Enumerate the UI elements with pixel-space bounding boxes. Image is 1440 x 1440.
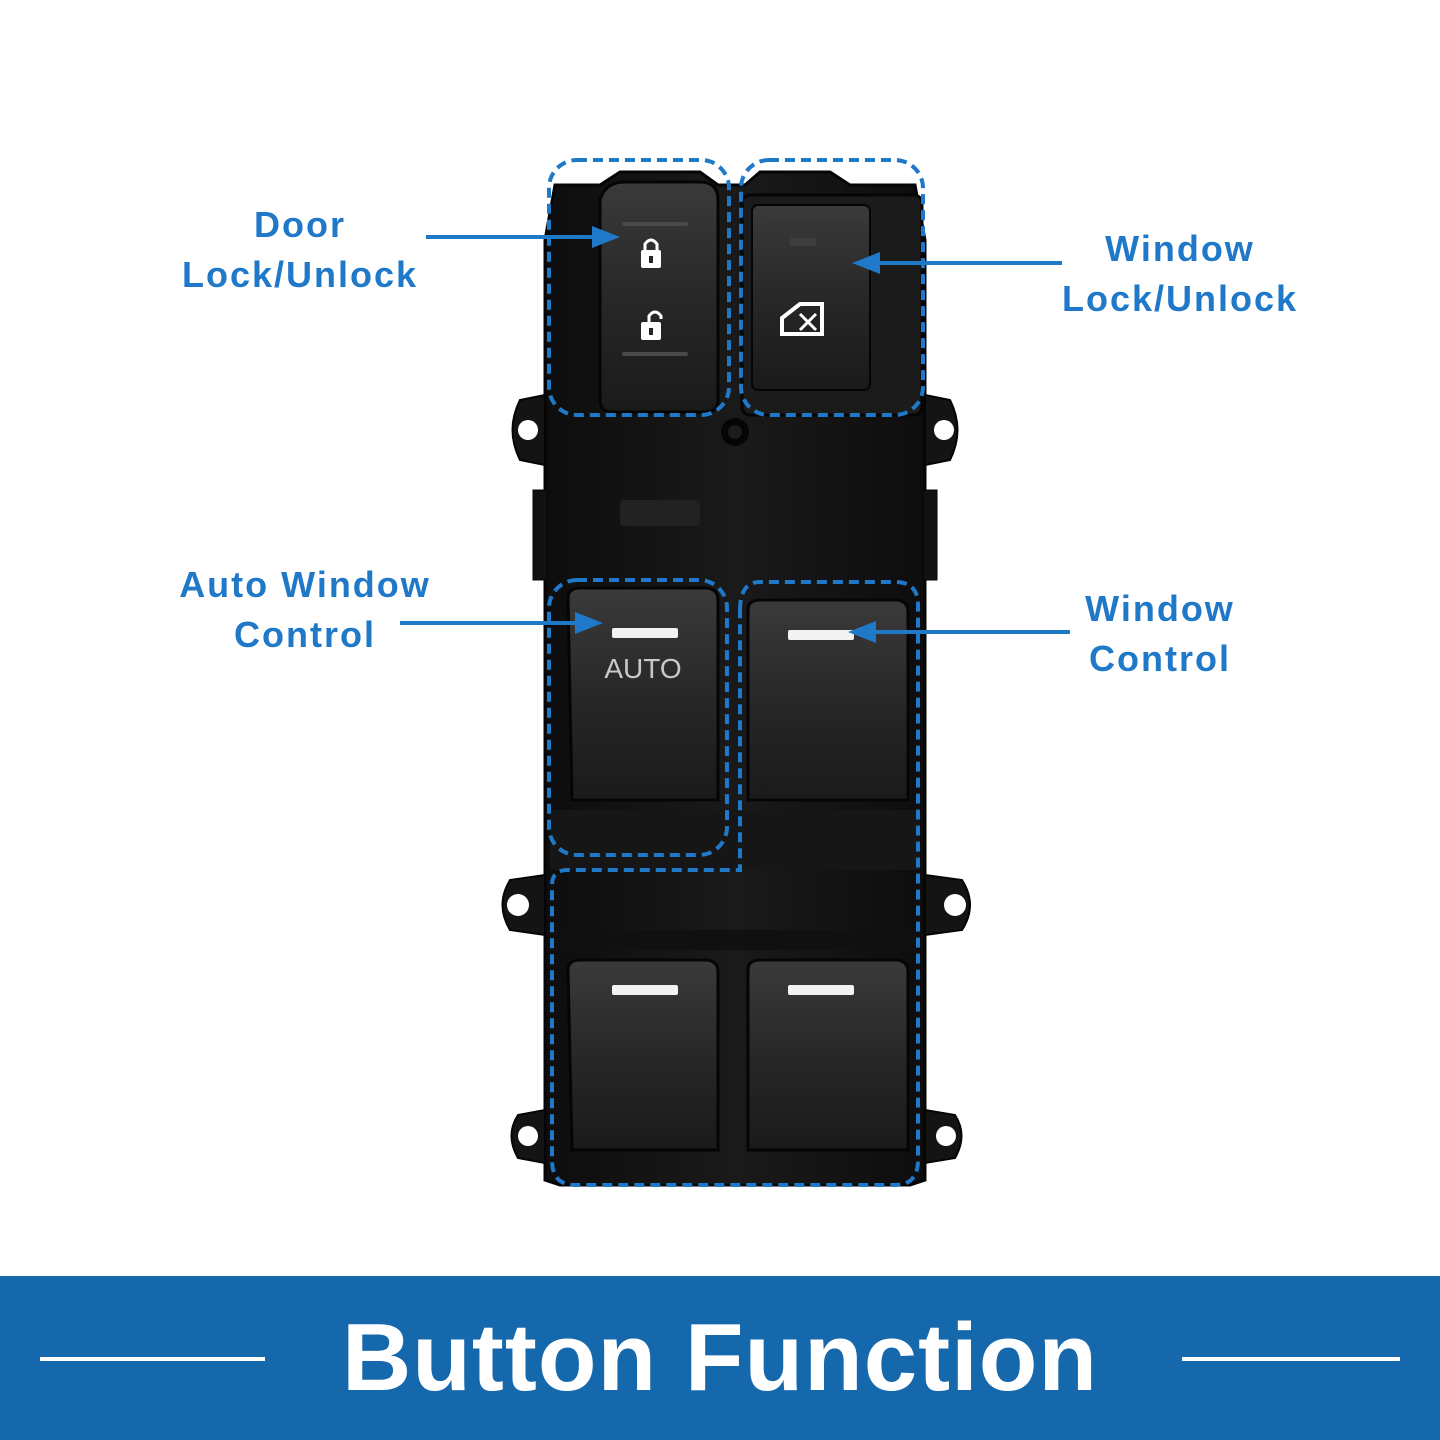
callout-window-lock: Window Lock/Unlock (1040, 224, 1320, 324)
callout-window-control-line2: Control (1089, 638, 1231, 679)
callout-window-control-line1: Window (1085, 588, 1235, 629)
callout-window-lock-line1: Window (1105, 228, 1255, 269)
unlock-icon (641, 310, 663, 340)
window-lock-switch (740, 193, 924, 417)
door-lock-highlight (547, 158, 731, 417)
callout-arrows (400, 226, 1070, 643)
banner-divider-left (40, 1357, 265, 1361)
window-lock-icon (780, 302, 824, 336)
banner-title: Button Function (341, 1304, 1099, 1411)
window-control-highlight (550, 580, 920, 1187)
banner-divider-right (1182, 1357, 1400, 1361)
auto-label: AUTO (604, 653, 681, 684)
door-lock-switch (598, 180, 720, 414)
lock-icon (641, 238, 661, 268)
callout-window-control: Window Control (1040, 584, 1280, 684)
callout-auto-window-line2: Control (234, 614, 376, 655)
window-buttons: AUTO (566, 586, 910, 1152)
callout-door-lock-line1: Door (254, 204, 346, 245)
highlight-regions (547, 158, 925, 1187)
callout-auto-window: Auto Window Control (150, 560, 460, 660)
callout-auto-window-line1: Auto Window (179, 564, 431, 605)
callout-window-lock-line2: Lock/Unlock (1061, 278, 1299, 319)
callout-door-lock: Door Lock/Unlock (160, 200, 440, 300)
callout-door-lock-line2: Lock/Unlock (181, 254, 419, 295)
switch-housing (501, 170, 971, 1187)
auto-window-highlight (547, 578, 729, 857)
